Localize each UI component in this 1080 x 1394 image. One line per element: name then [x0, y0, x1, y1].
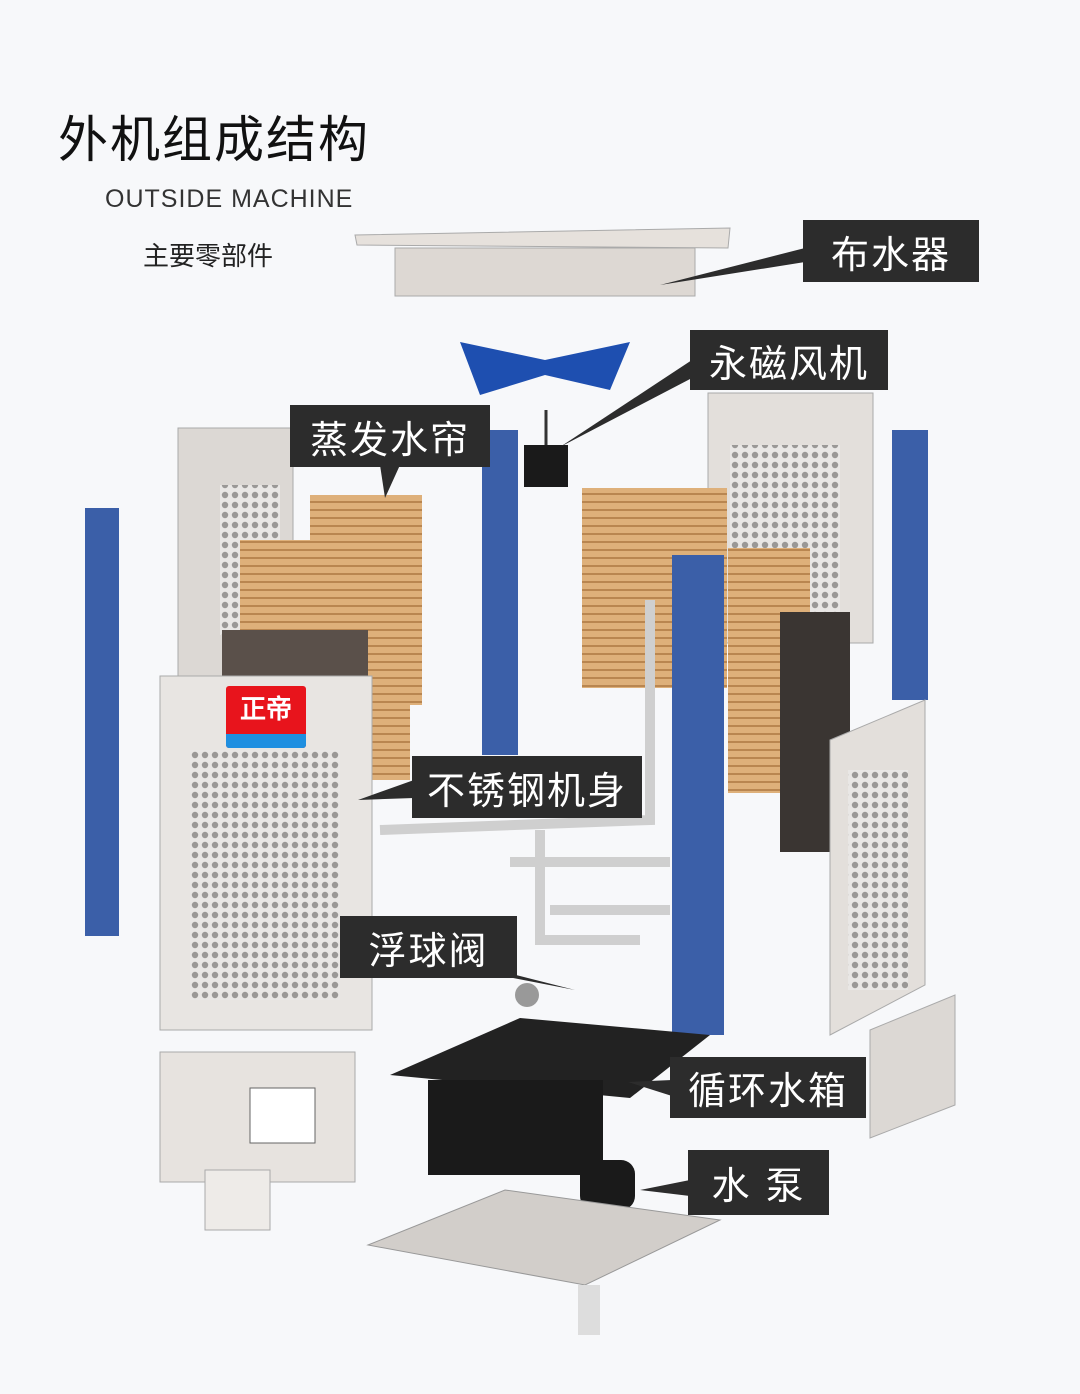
brand-logo-text: 正帝 — [239, 695, 292, 725]
label-float-valve: 浮球阀 — [340, 916, 517, 978]
leader-lines — [358, 248, 805, 1196]
water-distributor-part — [354, 227, 731, 297]
label-evaporative-pad: 蒸发水帘 — [290, 405, 490, 467]
label-water-pump: 水 泵 — [688, 1150, 829, 1215]
page-caption: 主要零部件 — [143, 242, 274, 272]
page-subtitle: OUTSIDE MACHINE — [105, 185, 354, 213]
page-title: 外机组成结构 — [58, 111, 370, 169]
brand-logo-stripe — [226, 734, 306, 748]
label-stainless-body: 不锈钢机身 — [412, 756, 642, 818]
label-fan: 永磁风机 — [690, 330, 888, 390]
piping — [379, 600, 670, 945]
water-tank-part — [390, 1018, 710, 1175]
label-water-distributor: 布水器 — [803, 220, 979, 282]
fan-part — [460, 342, 630, 487]
label-water-tank: 循环水箱 — [670, 1057, 866, 1118]
brand-logo: 正帝 — [226, 686, 306, 748]
